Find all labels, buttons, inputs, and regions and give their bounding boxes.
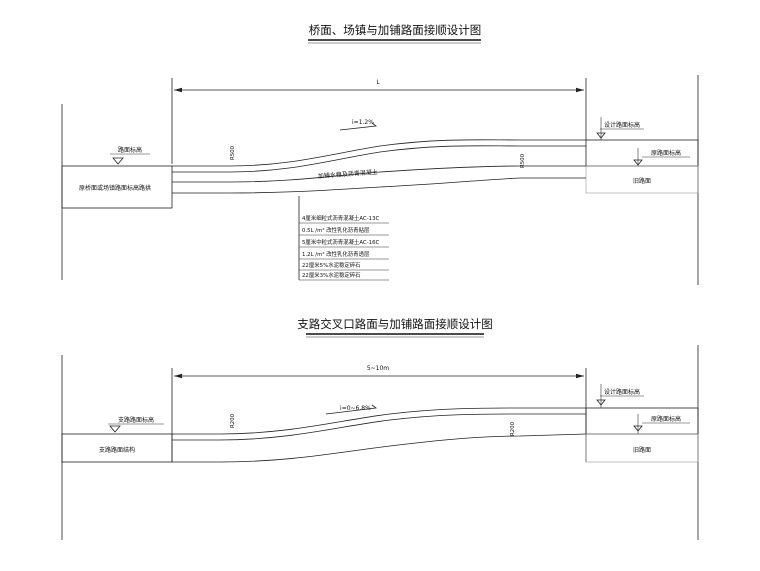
radius-right-label: R200 [510,421,516,436]
left-elevation: 支路路面标高 [108,416,164,433]
svg-text:原路面标高: 原路面标高 [651,415,681,423]
right-pavement-label: 旧路面 [633,446,651,454]
top-title: 桥面、场镇与加铺路面接顺设计图 [309,23,482,37]
radius-left-label: R500 [230,145,236,160]
elevation-marker-icon [109,425,121,433]
radius-left-label: R200 [230,413,236,428]
layer-item: 1.2L /m² 改性乳化沥青透层 [302,250,370,258]
svg-text:支路路面标高: 支路路面标高 [118,416,154,424]
bottom-diagram: 支路交叉口路面与加铺路面接顺设计图 5~10m 支路路面结构 旧路面 R200 … [61,317,699,540]
layer-list: 4厘米细粒式沥青混凝土AC-13C 0.5L /m² 改性乳化沥青粘层 5厘米中… [298,196,389,281]
elevation-marker-icon [633,425,643,432]
svg-text:设计路面标高: 设计路面标高 [604,388,640,396]
layer-item: 22厘米5%水泥稳定碎石 [302,261,361,269]
radius-right-label: R500 [520,153,526,168]
right-design-elevation: 设计路面标高 [596,384,644,408]
elevation-marker-icon [596,132,606,139]
right-original-elevation: 原路面标高 [633,414,690,434]
layer-item: 22厘米3%水泥稳定碎石 [302,271,361,279]
right-original-elevation: 原路面标高 [633,148,690,166]
elevation-marker-icon [596,399,606,406]
layer-item: 0.5L /m² 改性乳化沥青粘层 [302,226,370,234]
left-pavement-label: 原桥面或场镇路面标高路拱 [79,184,151,192]
slope-arrow-icon [325,404,378,415]
svg-text:原路面标高: 原路面标高 [651,149,681,157]
left-elevation: 路面标高 [110,146,150,165]
layer-item: 4厘米细粒式沥青混凝土AC-13C [302,214,379,222]
surface-curve [172,407,586,435]
slope-label: i=0~6.8% [340,405,371,412]
span-label: 5~10m [367,365,389,372]
top-diagram: 桥面、场镇与加铺路面接顺设计图 L 原桥面或场镇路面标高路拱 旧路面 R500 … [61,23,699,285]
overlay-label: 加铺水稳及沥青混凝土 [318,168,378,180]
surface-curve [172,139,586,167]
elevation-marker-icon [112,157,124,165]
slope-arrow-icon [339,122,378,131]
left-pavement-label: 支路路面结构 [99,446,135,454]
bottom-title: 支路交叉口路面与加铺路面接顺设计图 [297,317,493,331]
svg-text:路面标高: 路面标高 [118,146,142,154]
elevation-marker-icon [633,159,643,166]
span-label: L [376,79,380,86]
svg-text:设计路面标高: 设计路面标高 [604,121,640,129]
layer-item: 5厘米中粒式沥青混凝土AC-16C [302,238,379,246]
right-design-elevation: 设计路面标高 [596,117,644,140]
span-dimension: L [171,78,587,164]
right-pavement-label: 旧路面 [633,177,651,185]
slope-label: i=1.2% [352,119,374,126]
